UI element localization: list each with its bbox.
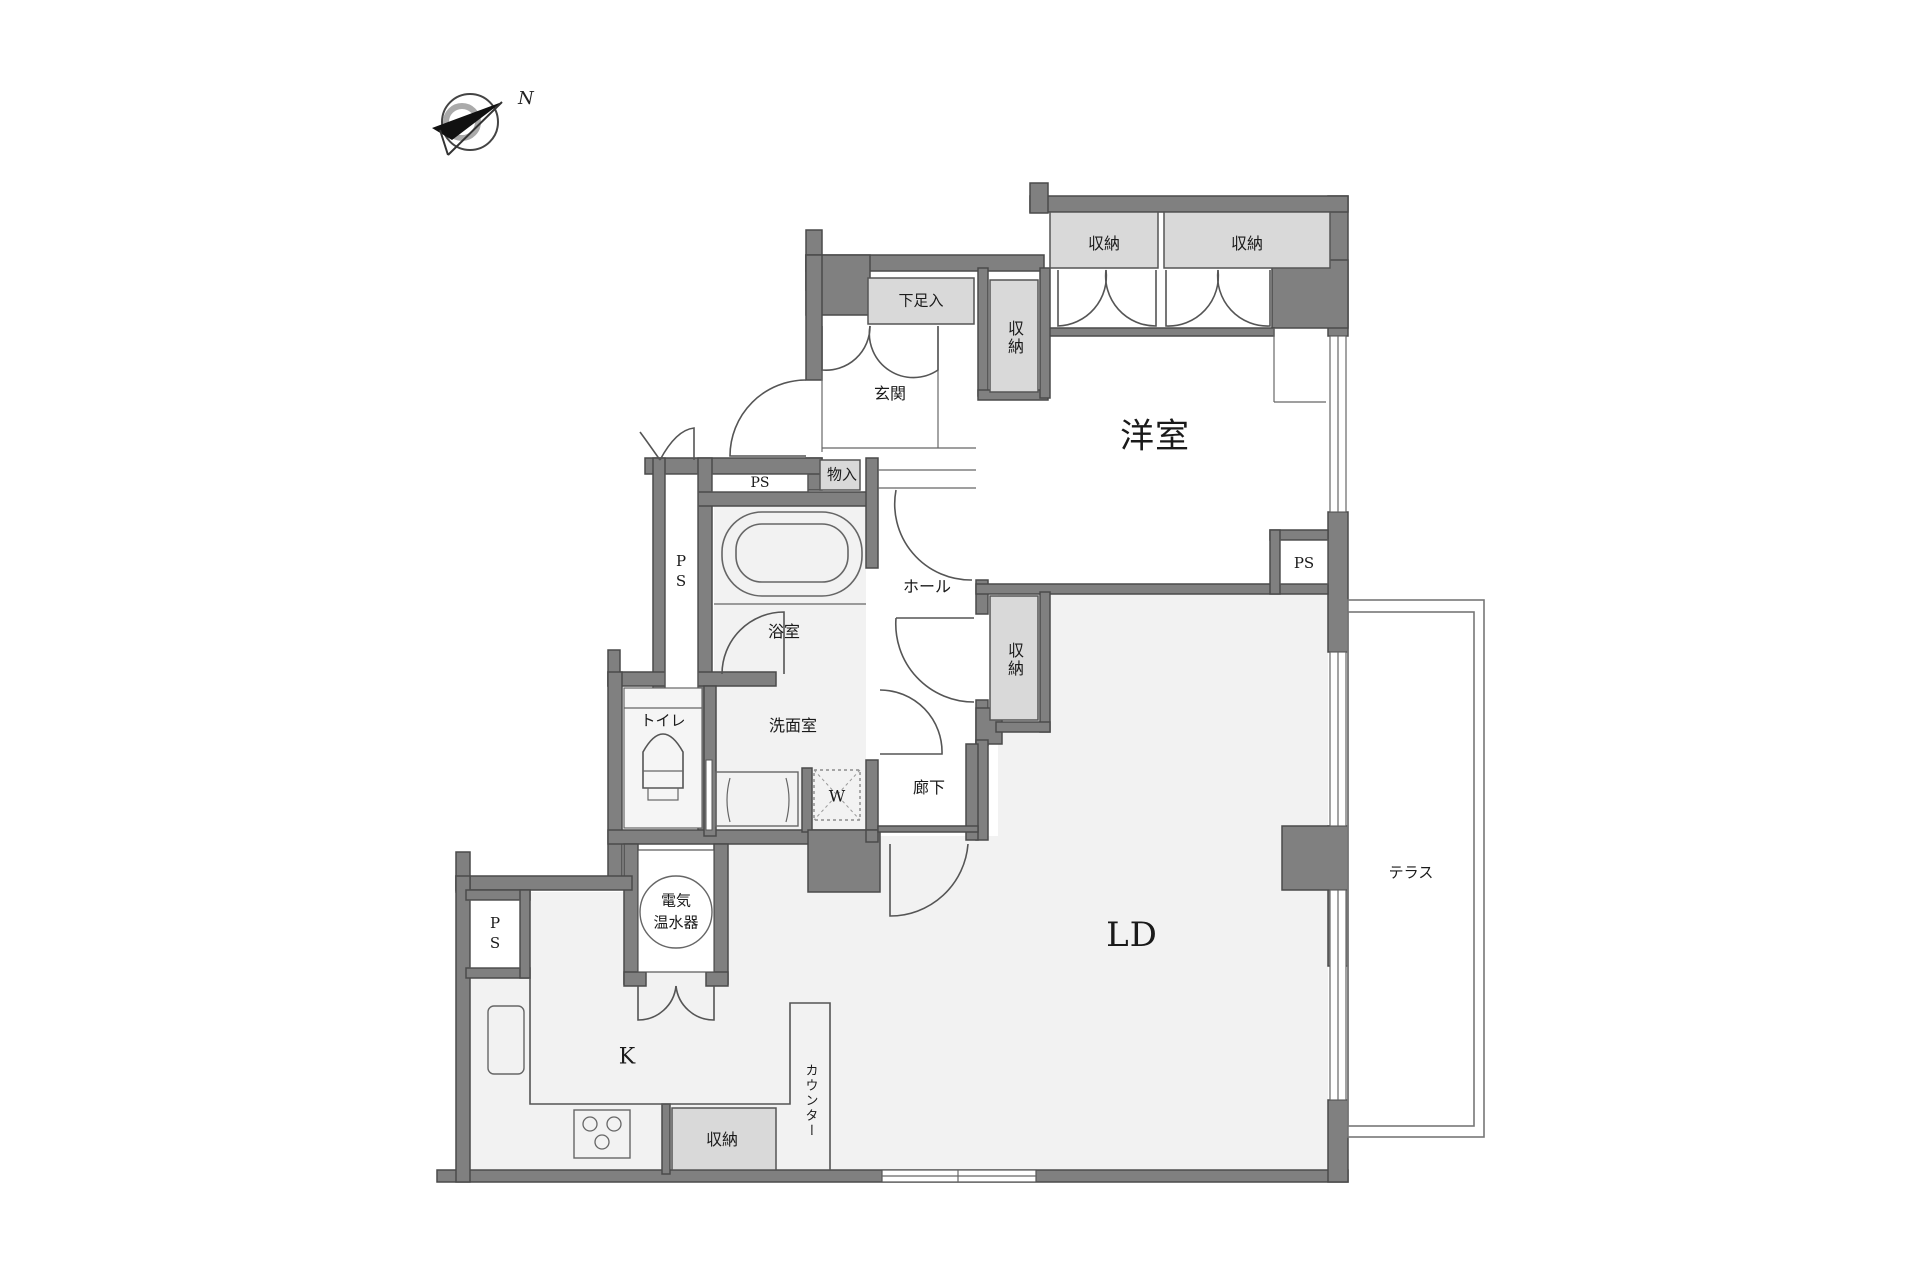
storage-areas	[671, 211, 1331, 1171]
room-label-washroom: 洗面室	[768, 716, 818, 735]
room-label-entrance: 玄関	[873, 384, 907, 403]
room-label-bathroom: 浴室	[767, 622, 801, 641]
windows	[881, 335, 1347, 1183]
label-washer: W	[828, 786, 846, 806]
terrace	[1347, 599, 1485, 1138]
room-label-kitchen: K	[618, 1044, 636, 1070]
storage-label-entrance-side: 収納	[1005, 320, 1024, 356]
room-label-counter: カウンター	[802, 1063, 818, 1139]
label-water-heater-line2: 温水器	[653, 913, 699, 932]
room-label-hall: ホール	[902, 577, 952, 596]
ld-floor	[998, 594, 1328, 1169]
svg-text:N: N	[517, 88, 535, 109]
ps-label-left-vertical: PS	[672, 552, 690, 592]
room-label-toilet: トイレ	[640, 711, 686, 730]
storage-label-kitchen: 収納	[705, 1130, 739, 1149]
storage-label-hall-side: 収納	[1005, 642, 1024, 678]
label-closet: 物入	[826, 465, 858, 484]
room-label-terrace: テラス	[1388, 863, 1434, 882]
room-label-living-dining: LD	[1106, 915, 1158, 955]
doors	[637, 269, 1271, 1021]
ps-label-western-room: PS	[1293, 554, 1315, 572]
room-lines	[469, 326, 1329, 1170]
room-label-shoe-storage: 下足入	[898, 291, 944, 310]
storage-label-western-right: 収納	[1230, 234, 1264, 253]
ps-label-kitchen: PS	[486, 914, 504, 954]
room-label-western-room: 洋室	[1120, 416, 1190, 457]
storage-label-western-left: 収納	[1087, 234, 1121, 253]
room-label-corridor: 廊下	[912, 778, 946, 797]
north-arrow-icon: N	[432, 88, 535, 156]
ps-label-top: PS	[750, 475, 770, 491]
label-water-heater-line1: 電気	[660, 891, 692, 910]
